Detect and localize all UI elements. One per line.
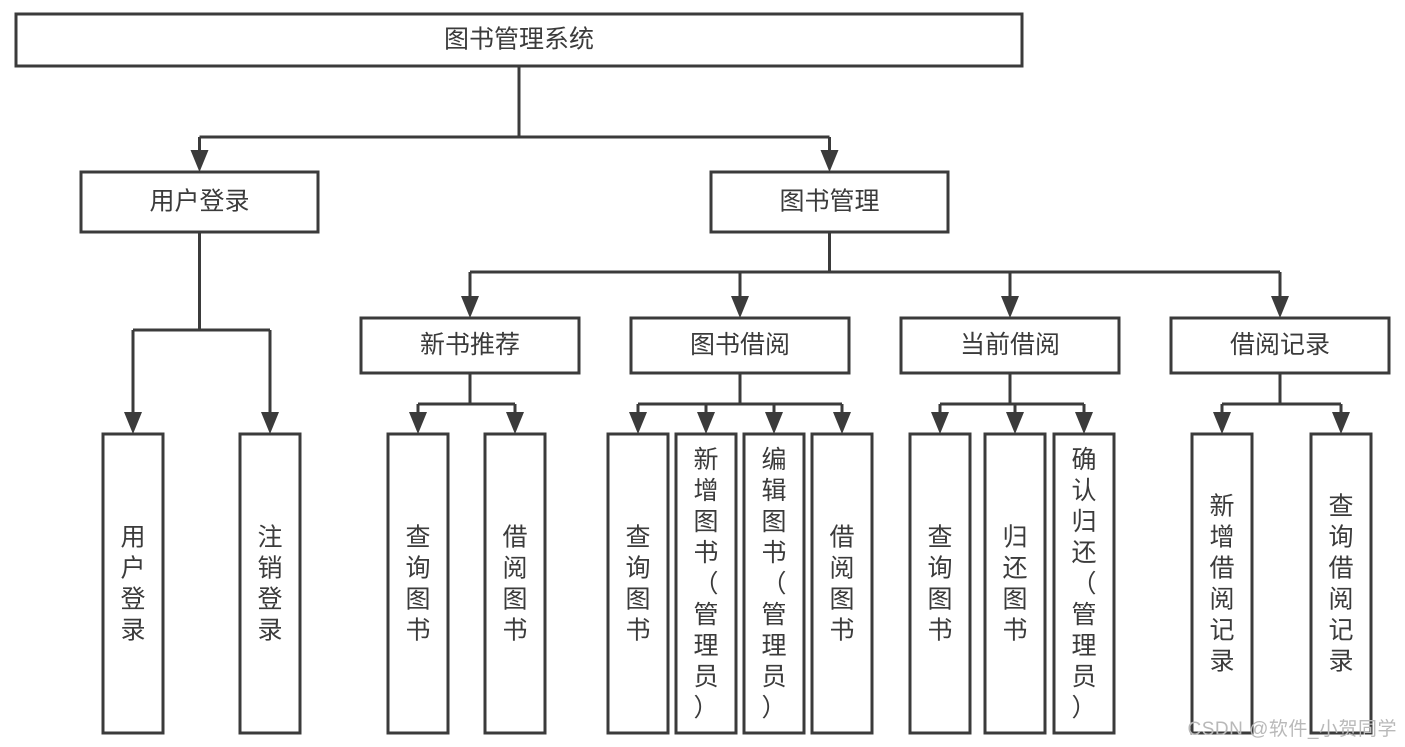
node-leaf-query-book-3[interactable]: 查询图书	[908, 432, 972, 735]
node-user-login[interactable]: 用户登录	[79, 170, 320, 234]
node-box[interactable]	[238, 432, 302, 735]
node-box[interactable]	[606, 432, 670, 735]
node-box[interactable]	[908, 432, 972, 735]
arrow-head-icon	[124, 412, 142, 434]
arrow-head-icon	[833, 412, 851, 434]
arrow-head-icon	[506, 412, 524, 434]
node-box[interactable]	[1309, 432, 1373, 735]
node-leaf-query-book-2[interactable]: 查询图书	[606, 432, 670, 735]
node-box[interactable]	[742, 432, 806, 735]
edge-group-book-manage	[461, 232, 1289, 318]
node-root[interactable]: 图书管理系统	[14, 12, 1024, 68]
node-leaf-edit-book[interactable]: 编辑图书（管理员）	[742, 432, 806, 735]
arrow-head-icon	[1213, 412, 1231, 434]
node-box[interactable]	[629, 316, 851, 375]
node-leaf-borrow-book-1[interactable]: 借阅图书	[483, 432, 547, 735]
node-label: 编辑图书（管理员）	[761, 446, 786, 722]
edge-group-new-book-rec	[409, 373, 524, 434]
node-box[interactable]	[79, 170, 320, 234]
edge-group-user-login	[124, 232, 279, 434]
node-label: 查询借阅记录	[1328, 493, 1353, 676]
node-box[interactable]	[709, 170, 950, 234]
arrow-head-icon	[820, 150, 839, 172]
node-label: 图书管理	[779, 188, 879, 216]
arrow-head-icon	[461, 296, 479, 318]
arrow-head-icon	[931, 412, 949, 434]
node-leaf-add-record[interactable]: 新增借阅记录	[1190, 432, 1254, 735]
node-leaf-borrow-book-2[interactable]: 借阅图书	[810, 432, 874, 735]
arrow-head-icon	[1075, 412, 1093, 434]
node-label: 借阅图书	[829, 524, 854, 645]
nodes-layer: 图书管理系统用户登录图书管理新书推荐图书借阅当前借阅借阅记录用户登录注销登录查询…	[14, 12, 1391, 735]
node-leaf-add-book[interactable]: 新增图书（管理员）	[674, 432, 738, 735]
node-new-book-rec[interactable]: 新书推荐	[359, 316, 581, 375]
node-label: 用户登录	[120, 524, 145, 645]
arrow-head-icon	[1001, 296, 1019, 318]
node-box[interactable]	[899, 316, 1121, 375]
node-label: 归还图书	[1002, 524, 1027, 645]
node-box[interactable]	[674, 432, 738, 735]
edge-group-root	[190, 66, 839, 172]
node-box[interactable]	[983, 432, 1047, 735]
arrow-head-icon	[697, 412, 715, 434]
arrow-head-icon	[1271, 296, 1289, 318]
arrow-head-icon	[261, 412, 279, 434]
edge-group-book-borrow	[629, 373, 851, 434]
node-current-borrow[interactable]: 当前借阅	[899, 316, 1121, 375]
node-label: 新增图书（管理员）	[693, 446, 718, 722]
node-leaf-user-login[interactable]: 用户登录	[101, 432, 165, 735]
arrow-head-icon	[731, 296, 749, 318]
node-box[interactable]	[359, 316, 581, 375]
node-borrow-record[interactable]: 借阅记录	[1169, 316, 1391, 375]
node-label: 查询图书	[625, 524, 650, 645]
arrow-head-icon	[1332, 412, 1350, 434]
node-box[interactable]	[14, 12, 1024, 68]
node-label: 确认归还（管理员）	[1071, 446, 1096, 722]
node-book-borrow[interactable]: 图书借阅	[629, 316, 851, 375]
edge-group-current-borrow	[931, 373, 1093, 434]
arrow-head-icon	[765, 412, 783, 434]
node-label: 用户登录	[149, 188, 249, 216]
node-box[interactable]	[1190, 432, 1254, 735]
arrow-head-icon	[1006, 412, 1024, 434]
node-label: 注销登录	[257, 524, 282, 645]
node-leaf-query-record[interactable]: 查询借阅记录	[1309, 432, 1373, 735]
node-leaf-return-book[interactable]: 归还图书	[983, 432, 1047, 735]
node-book-manage[interactable]: 图书管理	[709, 170, 950, 234]
node-box[interactable]	[483, 432, 547, 735]
edge-group-borrow-record	[1213, 373, 1350, 434]
node-label: 查询图书	[927, 524, 952, 645]
node-label: 图书借阅	[690, 331, 790, 359]
arrow-head-icon	[409, 412, 427, 434]
node-box[interactable]	[101, 432, 165, 735]
edges-layer	[124, 66, 1350, 434]
node-box[interactable]	[386, 432, 450, 735]
node-label: 新书推荐	[420, 331, 520, 359]
node-leaf-user-logout[interactable]: 注销登录	[238, 432, 302, 735]
node-leaf-query-book-1[interactable]: 查询图书	[386, 432, 450, 735]
node-leaf-confirm-return[interactable]: 确认归还（管理员）	[1052, 432, 1116, 735]
node-box[interactable]	[1052, 432, 1116, 735]
arrow-head-icon	[629, 412, 647, 434]
node-label: 图书管理系统	[444, 26, 594, 54]
node-label: 借阅记录	[1230, 331, 1330, 359]
node-label: 当前借阅	[960, 331, 1060, 359]
node-label: 新增借阅记录	[1209, 493, 1234, 676]
arrow-head-icon	[190, 150, 209, 172]
node-label: 借阅图书	[502, 524, 527, 645]
node-box[interactable]	[810, 432, 874, 735]
node-label: 查询图书	[405, 524, 430, 645]
node-box[interactable]	[1169, 316, 1391, 375]
